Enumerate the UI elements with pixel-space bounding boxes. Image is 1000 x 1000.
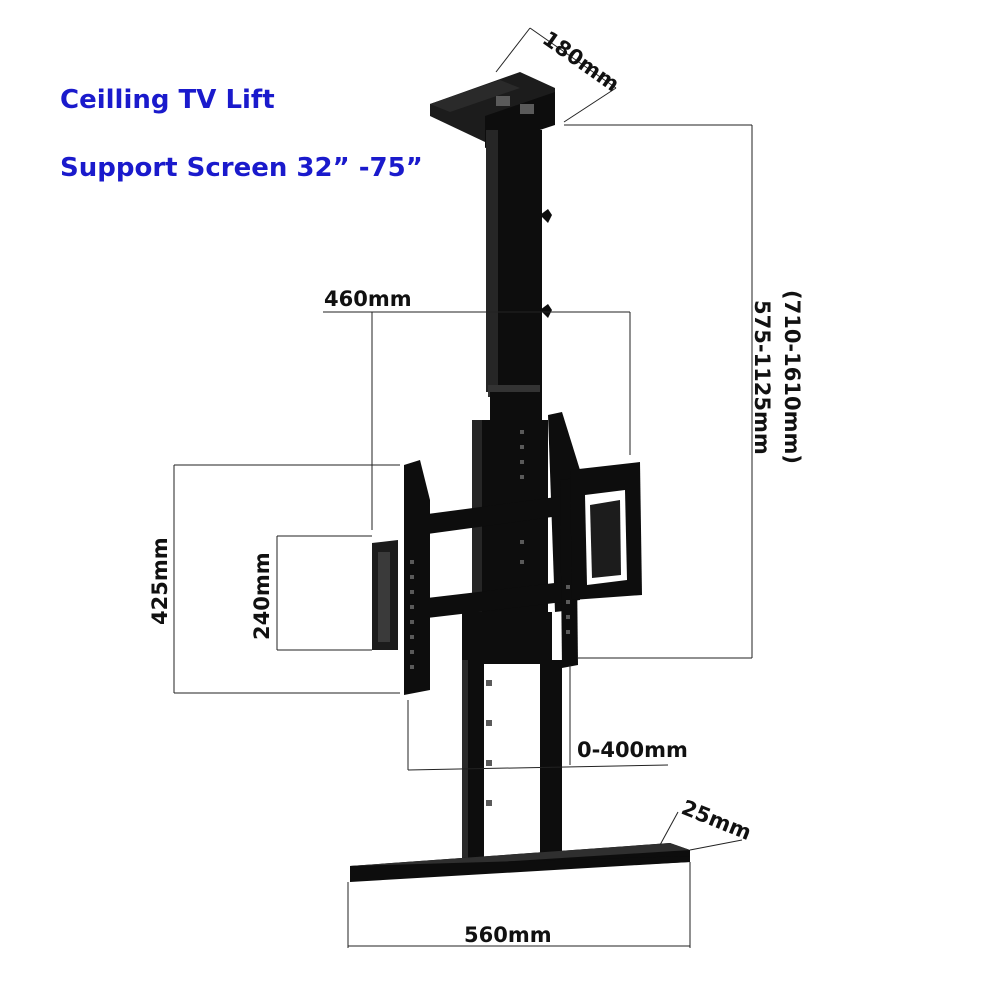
height-range-alt-dimension: (710-1610mm) — [780, 290, 804, 464]
bracket-height-dimension: 425mm — [148, 537, 172, 625]
telescopic-column — [486, 130, 552, 424]
tv-bracket — [372, 412, 642, 695]
diagram-title: Ceilling TV Lift — [60, 85, 275, 115]
glass-shelf-tray — [350, 843, 690, 882]
lower-shelf-arms — [462, 612, 562, 860]
shelf-travel-dimension: 0-400mm — [577, 738, 688, 762]
dimension-lines — [173, 27, 753, 948]
inner-height-dimension: 240mm — [250, 552, 274, 640]
bracket-width-dimension: 460mm — [324, 287, 412, 311]
height-range-dimension: 575-1125mm — [750, 300, 774, 455]
diagram-subtitle: Support Screen 32” -75” — [60, 153, 423, 183]
shelf-width-dimension: 560mm — [464, 923, 552, 947]
top-plate-dimension: 180mm — [538, 26, 624, 96]
shelf-lip-dimension: 25mm — [678, 795, 755, 845]
